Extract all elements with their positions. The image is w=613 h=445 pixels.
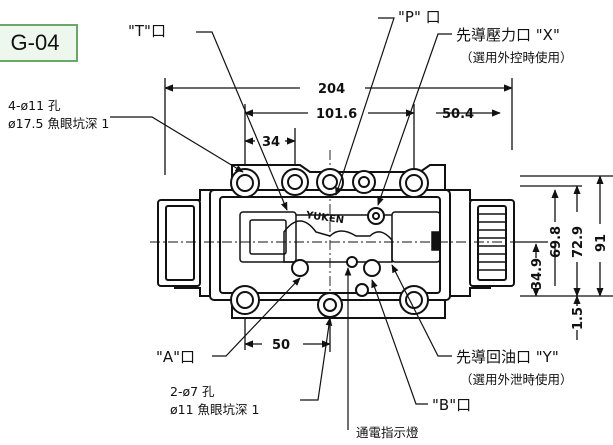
dim-height-72-9: 72.9 — [571, 226, 586, 258]
mount-hole-bottom-right — [399, 285, 429, 315]
mount-hole-top-left — [230, 168, 260, 198]
dim-offset-1-5: 1.5 — [571, 307, 586, 330]
callout-small-holes-line1: 2-ø7 孔 — [170, 384, 215, 399]
dim-height-34-9: 34.9 — [530, 258, 545, 290]
callout-pilot-x-line2: （選用外控時使用） — [460, 50, 573, 65]
top-dimensions — [164, 78, 513, 352]
callout-t-port: "T"口 — [128, 22, 166, 40]
valve-body — [157, 164, 515, 319]
callout-a-port: "A"口 — [156, 348, 195, 366]
callout-mount-holes-line2: ø17.5 魚眼坑深 1 — [8, 116, 109, 131]
right-solenoid-fins — [478, 213, 506, 271]
callout-small-holes-line2: ø11 魚眼坑深 1 — [170, 402, 259, 417]
dim-right-offset: 50.4 — [442, 107, 474, 122]
brand-mark: YUKEN — [304, 210, 344, 226]
valve-inner-details — [239, 211, 441, 263]
indicator-lamp — [346, 256, 358, 268]
right-dimensions — [510, 175, 613, 340]
pilot-port-x — [367, 207, 385, 225]
callout-indicator: 通電指示燈 — [356, 425, 419, 440]
port-t — [281, 168, 309, 196]
mounting-holes — [230, 168, 429, 315]
callout-drain-y-line1: 先導回油口 "Y" — [456, 348, 559, 366]
mount-hole-bottom-left — [230, 285, 260, 315]
dim-height-69-8: 69.8 — [549, 226, 564, 258]
small-hole-right — [363, 259, 381, 277]
dim-center-width: 101.6 — [316, 107, 357, 122]
callout-drain-y-line2: （選用外泄時使用） — [460, 372, 573, 387]
mount-hole-top-right — [399, 168, 429, 198]
port-b — [352, 170, 376, 194]
dim-bottom-offset: 50 — [272, 338, 290, 353]
ports — [281, 168, 385, 318]
dim-left-offset: 34 — [262, 135, 280, 150]
port-a — [317, 292, 343, 318]
port-p — [316, 168, 344, 196]
callout-b-port: "B"口 — [432, 396, 471, 414]
leader-lines — [110, 17, 452, 430]
dim-height-91: 91 — [594, 234, 609, 252]
callout-p-port: "P" 口 — [398, 8, 441, 26]
callout-mount-holes-line1: 4-ø11 孔 — [8, 98, 61, 113]
dim-overall-width: 204 — [318, 82, 345, 97]
small-hole-left — [291, 259, 309, 277]
callout-pilot-x-line1: 先導壓力口 "X" — [456, 26, 560, 44]
pilot-port-y — [355, 283, 369, 297]
model-code-tag: G-04 — [0, 24, 78, 62]
